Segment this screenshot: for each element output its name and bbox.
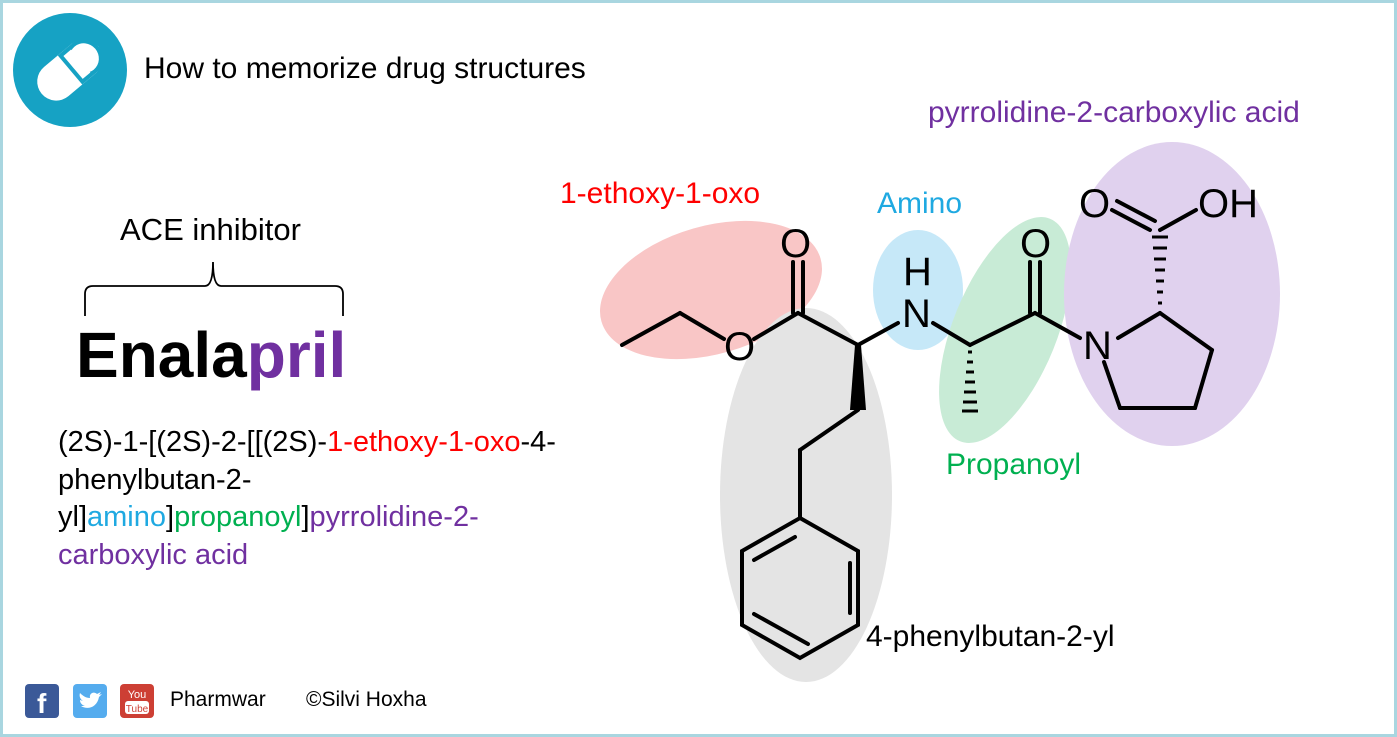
wedge-bond: [850, 345, 866, 410]
atom-o-carbonyl2: O: [1020, 222, 1052, 266]
youtube-icon[interactable]: You Tube: [120, 684, 154, 718]
atom-h-amine: H: [903, 250, 932, 294]
label-phenylbutanyl: 4-phenylbutan-2-yl: [866, 620, 1115, 653]
curly-brace: [84, 261, 344, 316]
iupac-segment: ]: [166, 501, 175, 534]
atom-o-ester: O: [724, 325, 756, 369]
propanoyl-region: [939, 217, 1071, 443]
iupac-name: (2S)-1-[(2S)-2-[[(2S)-1-ethoxy-1-oxo-4-p…: [58, 424, 598, 575]
hashed-bonds: [962, 235, 1168, 413]
iupac-segment: ]: [301, 501, 310, 534]
drug-class-label: ACE inhibitor: [120, 212, 301, 247]
iupac-segment: (2S)-1-[(2S)-2-[[(2S)-: [58, 426, 328, 458]
copyright: ©Silvi Hoxha: [306, 688, 427, 711]
atom-o-acid: O: [1079, 182, 1111, 226]
youtube-icon-text-bottom: Tube: [126, 704, 149, 715]
iupac-segment-ethoxy-oxo: 1-ethoxy-1-oxo: [327, 426, 521, 458]
atom-o-carbonyl1: O: [780, 222, 812, 266]
svg-text:f: f: [37, 688, 47, 718]
iupac-segment-amino: amino: [87, 501, 166, 534]
atom-n-ring: N: [1083, 324, 1112, 368]
drug-name-suffix: pril: [246, 319, 347, 391]
drug-name: Enalapril: [76, 318, 346, 392]
label-ethoxy-oxo: 1-ethoxy-1-oxo: [560, 177, 761, 210]
label-propanoyl: Propanoyl: [946, 448, 1082, 481]
brand-name: Pharmwar: [170, 688, 266, 711]
page-title: How to memorize drug structures: [144, 52, 586, 85]
iupac-segment: -4-phenylbutan-2-yl]: [58, 426, 556, 534]
iupac-segment-propanoyl: propanoyl: [174, 501, 302, 534]
youtube-icon-text-top: You: [128, 689, 147, 701]
twitter-icon[interactable]: [73, 684, 107, 718]
capsule-pill-icon: [13, 13, 127, 127]
atom-oh-acid: OH: [1198, 182, 1258, 226]
amino-region: [873, 230, 963, 350]
bonds: [620, 199, 1214, 661]
pyrrolidine-region: [1064, 142, 1280, 446]
facebook-icon[interactable]: f: [25, 684, 59, 719]
label-amino: Amino: [877, 187, 963, 220]
atom-n-amine: N: [902, 292, 931, 336]
iupac-segment-pyrrolidine: pyrrolidine-2-carboxylic acid: [58, 501, 479, 572]
drug-name-stem: Enala: [76, 319, 247, 391]
label-pyrrolidine: pyrrolidine-2-carboxylic acid: [928, 96, 1300, 129]
